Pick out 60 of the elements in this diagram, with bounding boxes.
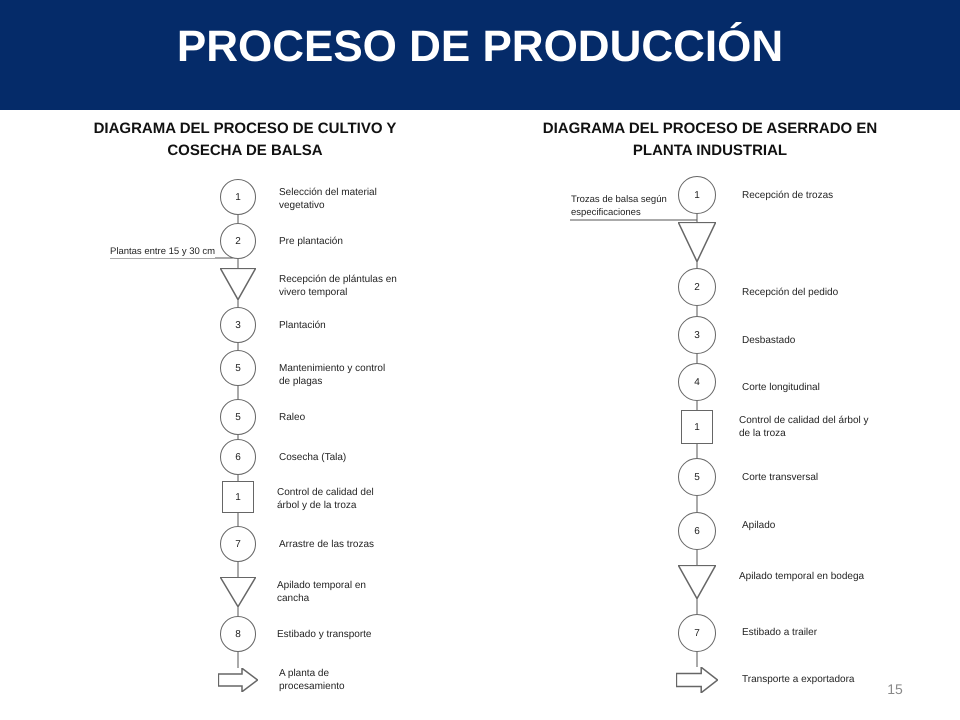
step-description: Corte longitudinal — [742, 381, 820, 394]
transport-arrow — [676, 667, 718, 693]
operation-circle: 3 — [220, 307, 256, 343]
section-heading: DIAGRAMA DEL PROCESO DE ASERRADO EN PLANTA INDUSTRIAL — [542, 119, 878, 161]
step-description: Corte transversal — [742, 471, 818, 484]
operation-circle: 5 — [678, 458, 716, 496]
step-description: Control de calidad del árbol y de la troza — [277, 486, 375, 512]
operation-circle: 1 — [678, 176, 716, 214]
storage-triangle — [220, 268, 256, 300]
operation-circle: 5 — [220, 350, 256, 386]
step-description: A planta de procesamiento — [279, 667, 346, 693]
connector-line — [696, 306, 698, 316]
storage-triangle — [678, 222, 716, 262]
step-description: Arrastre de las trozas — [279, 538, 374, 551]
operation-circle: 6 — [220, 439, 256, 475]
connector-line — [696, 496, 698, 512]
step-description: Estibado a trailer — [742, 626, 818, 639]
connector-line — [696, 652, 698, 668]
step-description: Pre plantación — [279, 235, 343, 248]
inspection-square: 1 — [681, 410, 713, 444]
operation-circle: 2 — [678, 268, 716, 306]
step-description: Raleo — [279, 411, 306, 424]
step-description: Selección del material vegetativo — [279, 186, 378, 212]
storage-triangle — [220, 577, 256, 607]
step-description: Control de calidad del árbol y de la troza — [739, 414, 870, 440]
operation-circle: 8 — [220, 616, 256, 652]
connector-line — [696, 444, 698, 458]
connector-line — [696, 354, 698, 364]
operation-circle: 2 — [220, 223, 256, 259]
connector-line — [696, 214, 698, 222]
page-number: 15 — [886, 680, 904, 699]
operation-circle: 3 — [678, 316, 716, 354]
slide-title: PROCESO DE PRODUCCIÓN — [176, 22, 784, 72]
transport-arrow — [218, 668, 258, 692]
operation-circle: 7 — [220, 526, 256, 562]
step-description: Desbastado — [742, 334, 796, 347]
operation-circle: 5 — [220, 399, 256, 435]
step-description: Mantenimiento y control de plagas — [279, 362, 386, 388]
step-description: Apilado — [742, 519, 776, 532]
step-description: Recepción de plántulas en vivero temporal — [279, 273, 398, 299]
connector-line — [696, 400, 698, 410]
operation-circle: 1 — [220, 179, 256, 215]
connector-line — [696, 550, 698, 566]
connector-line — [696, 598, 698, 614]
operation-circle: 4 — [678, 363, 716, 401]
step-description: Recepción de trozas — [742, 189, 834, 202]
inspection-square: 1 — [222, 481, 254, 513]
step-description: Estibado y transporte — [277, 628, 372, 641]
connector-line — [696, 262, 698, 268]
edge-label: Plantas entre 15 y 30 cm — [110, 245, 216, 258]
step-description: Cosecha (Tala) — [279, 451, 346, 464]
step-description: Transporte a exportadora — [742, 673, 854, 686]
section-heading: DIAGRAMA DEL PROCESO DE CULTIVO Y COSECHA DE BALSA — [92, 119, 398, 161]
step-description: Plantación — [279, 319, 326, 332]
step-description: Apilado temporal en cancha — [277, 579, 367, 605]
storage-triangle — [678, 565, 716, 599]
operation-circle: 7 — [678, 614, 716, 652]
step-description: Apilado temporal en bodega — [739, 570, 864, 583]
operation-circle: 6 — [678, 512, 716, 550]
step-description: Recepción del pedido — [742, 286, 838, 299]
